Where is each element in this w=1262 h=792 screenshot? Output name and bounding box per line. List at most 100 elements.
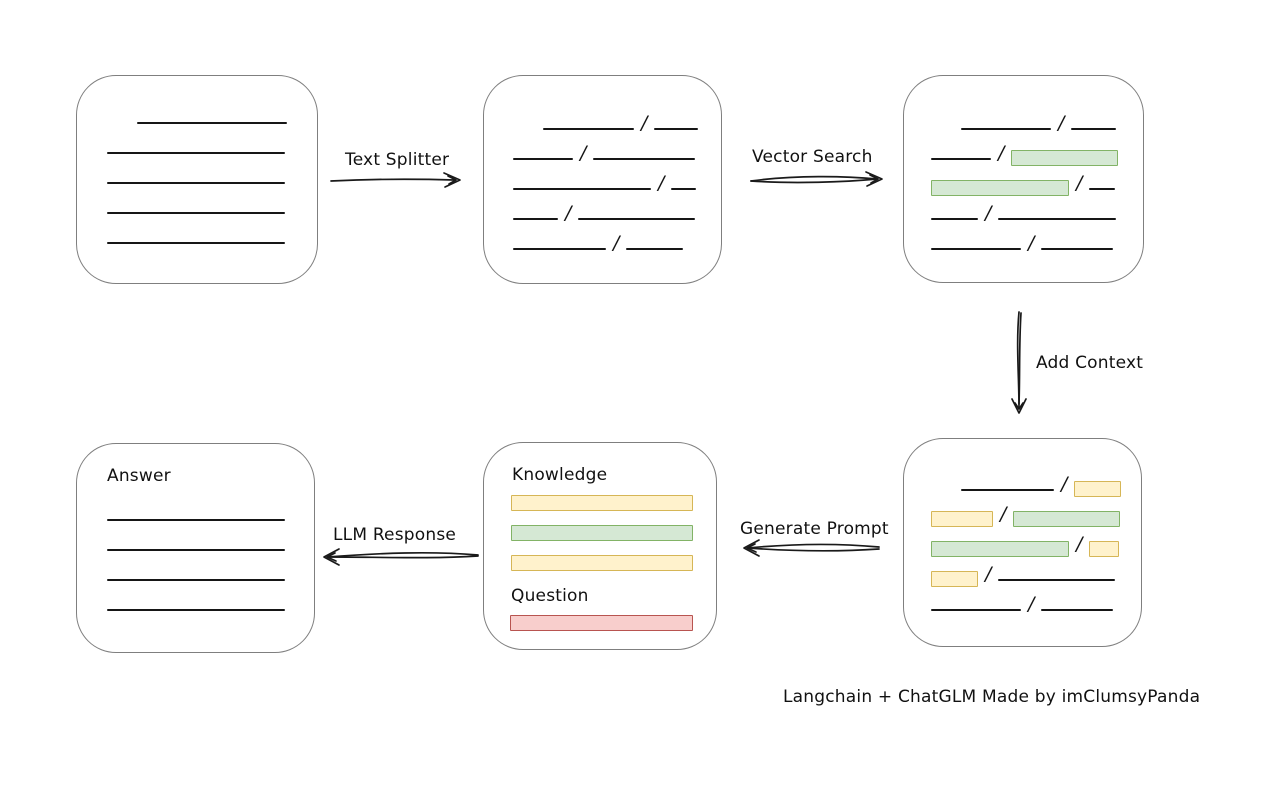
context-chunks-box: / / / / / <box>903 438 1142 647</box>
text-line <box>998 579 1116 581</box>
chunk-separator-slash: / <box>1076 172 1083 194</box>
text-line <box>107 212 285 214</box>
chunk-separator-slash: / <box>565 202 572 224</box>
chunk-row: / <box>931 587 1141 617</box>
chunk-row: / <box>931 527 1141 557</box>
green-highlight-bar <box>931 541 1069 557</box>
chunk-separator-slash: / <box>1028 593 1035 615</box>
chunk-row: / <box>931 497 1141 527</box>
chunk-row <box>107 587 314 617</box>
text-line <box>107 579 285 581</box>
chunk-separator-slash: / <box>641 112 648 134</box>
text-line <box>1071 128 1117 130</box>
chunk-rows: ///// <box>904 76 1143 256</box>
chunk-rows: / / / / / <box>904 439 1141 617</box>
text-line <box>1041 609 1114 611</box>
chunk-row <box>107 557 314 587</box>
text-line <box>107 182 285 184</box>
chunk-rows: / / / / / <box>484 76 721 256</box>
chunk-separator-slash: / <box>613 232 620 254</box>
yellow-highlight-bar <box>931 571 978 587</box>
text-line <box>137 122 287 124</box>
text-line <box>961 128 1051 130</box>
chunk-row: / <box>513 106 721 136</box>
llm-response-label: LLM Response <box>333 525 457 545</box>
text-line <box>107 609 285 611</box>
text-line <box>931 609 1021 611</box>
yellow-highlight-bar <box>931 511 993 527</box>
text-line <box>107 242 285 244</box>
add-context-arrow <box>1011 311 1027 414</box>
chunk-row <box>107 497 314 527</box>
add-context-label: Add Context <box>1036 353 1144 373</box>
question-bar <box>510 615 693 631</box>
text-line <box>543 128 634 130</box>
text-line <box>671 188 697 190</box>
text-line <box>654 128 699 130</box>
text-splitter-arrow <box>330 172 461 188</box>
knowledge-label: Knowledge <box>512 465 608 485</box>
green-highlight-bar <box>1011 150 1119 166</box>
chunk-row: / <box>513 196 721 226</box>
chunk-row <box>107 100 317 130</box>
chunk-row <box>107 220 317 250</box>
chunk-row: / <box>931 106 1143 136</box>
question-label: Question <box>511 586 589 606</box>
chunk-rows <box>77 444 314 617</box>
yellow-highlight-bar <box>1089 541 1120 557</box>
chunk-row: / <box>931 166 1143 196</box>
chunk-separator-slash: / <box>1076 533 1083 555</box>
knowledge-bar <box>511 525 693 541</box>
generate-prompt-arrow <box>743 539 880 557</box>
text-line <box>998 218 1117 220</box>
chunk-row <box>107 527 314 557</box>
chunk-separator-slash: / <box>658 172 665 194</box>
text-line <box>931 248 1021 250</box>
text-line <box>1089 188 1116 190</box>
text-line <box>931 158 991 160</box>
text-line <box>513 158 573 160</box>
green-highlight-bar <box>1013 511 1121 527</box>
vector-search-label: Vector Search <box>752 147 873 167</box>
text-line <box>961 489 1054 491</box>
chunk-row: / <box>931 136 1143 166</box>
text-line <box>626 248 684 250</box>
source-document-box <box>76 75 318 284</box>
chunk-separator-slash: / <box>1000 503 1007 525</box>
yellow-highlight-bar <box>1074 481 1122 497</box>
text-splitter-label: Text Splitter <box>345 150 450 170</box>
chunk-row: / <box>931 557 1141 587</box>
llm-response-arrow <box>323 548 479 566</box>
text-line <box>107 519 285 521</box>
text-line <box>931 218 978 220</box>
generate-prompt-label: Generate Prompt <box>740 519 889 539</box>
knowledge-bar <box>511 495 693 511</box>
chunk-row <box>107 190 317 220</box>
chunk-separator-slash: / <box>998 142 1005 164</box>
chunk-row: / <box>513 166 721 196</box>
chunk-separator-slash: / <box>1061 473 1068 495</box>
text-line <box>513 188 651 190</box>
chunk-row <box>107 160 317 190</box>
chunk-separator-slash: / <box>985 563 992 585</box>
chunk-row: / <box>931 226 1143 256</box>
text-line <box>513 218 558 220</box>
chunk-row: / <box>513 226 721 256</box>
text-line <box>1041 248 1114 250</box>
chunk-row <box>107 130 317 160</box>
credit-text: Langchain + ChatGLM Made by imClumsyPand… <box>783 687 1201 707</box>
chunk-separator-slash: / <box>1058 112 1065 134</box>
chunk-separator-slash: / <box>580 142 587 164</box>
chunk-row: / <box>513 136 721 166</box>
chunk-separator-slash: / <box>1028 232 1035 254</box>
answer-box: Answer <box>76 443 315 653</box>
vector-search-arrow <box>750 171 883 187</box>
text-line <box>578 218 696 220</box>
vector-search-result-box: ///// <box>903 75 1144 283</box>
knowledge-bar <box>511 555 693 571</box>
chunk-rows <box>77 76 317 250</box>
text-line <box>107 152 285 154</box>
answer-label: Answer <box>107 466 171 486</box>
